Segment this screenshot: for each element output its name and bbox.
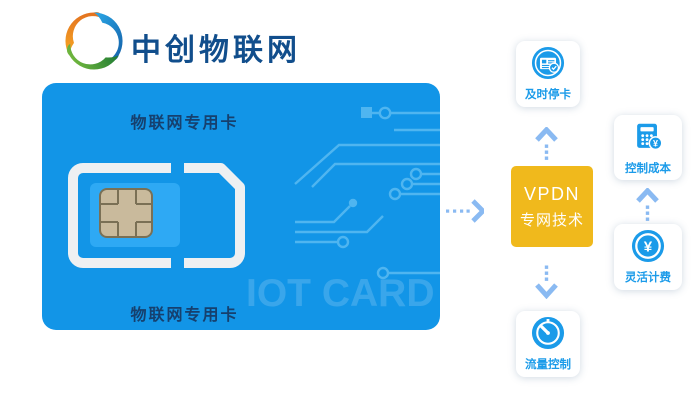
feature-label: 及时停卡 bbox=[525, 89, 571, 101]
gauge-icon bbox=[531, 316, 565, 350]
feature-timely-stop: 及时停卡 bbox=[516, 41, 580, 107]
company-swirl-logo-icon bbox=[65, 12, 123, 70]
sim-chip-icon bbox=[99, 188, 153, 238]
yen-coin-icon: ¥ bbox=[631, 229, 665, 263]
sim-outline bbox=[68, 163, 245, 268]
vpdn-title: VPDN bbox=[523, 183, 580, 204]
feature-flexible-billing: ¥ 灵活计费 bbox=[614, 224, 682, 290]
dotted-arrow-down-icon bbox=[535, 265, 558, 299]
calculator-yen-icon: ¥ bbox=[637, 123, 663, 150]
circuit-and-sim-art bbox=[68, 106, 440, 280]
feature-traffic-control: 流量控制 bbox=[516, 311, 580, 377]
feature-label: 灵活计费 bbox=[625, 272, 671, 284]
svg-text:¥: ¥ bbox=[644, 239, 653, 256]
vpdn-subtitle: 专网技术 bbox=[519, 211, 584, 229]
svg-text:¥: ¥ bbox=[653, 138, 658, 148]
card-top-label: 物联网专用卡 bbox=[130, 115, 239, 132]
iot-sim-card-graphic: 物联网专用卡 物联网专用卡 IOT CARD bbox=[42, 83, 440, 330]
document-check-icon bbox=[531, 46, 565, 80]
iot-card-watermark: IOT CARD bbox=[246, 272, 435, 315]
card-bottom-label: 物联网专用卡 bbox=[130, 307, 239, 324]
vpdn-node: VPDN 专网技术 bbox=[511, 166, 593, 247]
dotted-arrow-up-icon bbox=[636, 188, 659, 221]
company-name: 中创物联网 bbox=[131, 34, 301, 67]
dotted-arrow-up-icon bbox=[535, 127, 558, 160]
feature-label: 控制成本 bbox=[625, 162, 671, 175]
feature-label: 流量控制 bbox=[525, 359, 571, 371]
feature-cost-control: ¥ 控制成本 bbox=[614, 115, 682, 180]
dotted-arrow-right-icon bbox=[446, 199, 484, 223]
